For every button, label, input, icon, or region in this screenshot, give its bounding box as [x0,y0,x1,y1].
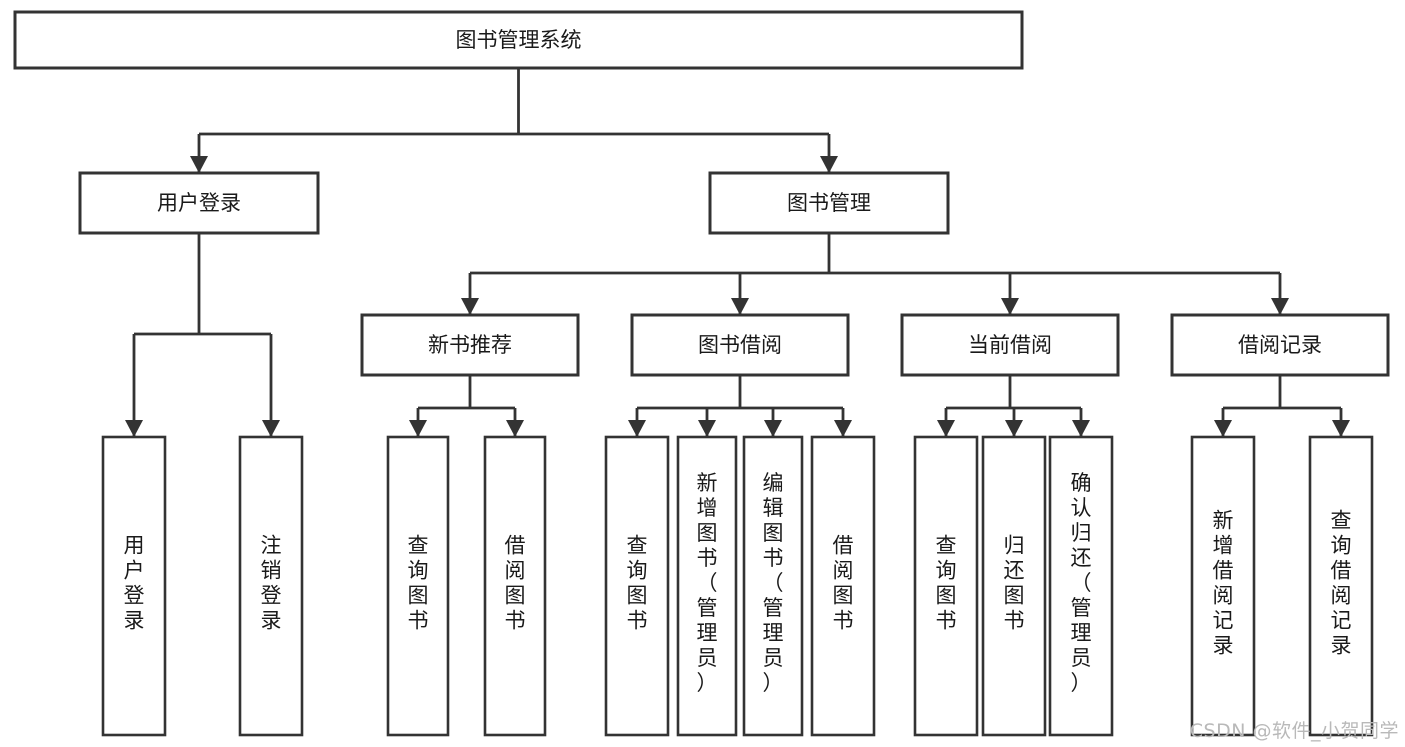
arrow-head-icon [937,420,955,437]
node-leaf-10[interactable]: 确认归还（管理员） [1048,435,1114,737]
node-box [13,10,1024,70]
node-leaf-12[interactable]: 查询借阅记录 [1308,435,1374,737]
node-label: 借阅图书 [505,534,526,633]
node-level2-1[interactable]: 图书管理 [708,171,950,235]
arrow-head-icon [1072,420,1090,437]
node-label: 查询图书 [627,534,648,633]
arrow-head-icon [125,420,143,437]
node-level3-0[interactable]: 新书推荐 [360,313,580,377]
arrow-head-icon [262,420,280,437]
node-label: 查询借阅记录 [1331,509,1352,658]
node-label: 注销登录 [261,534,282,633]
node-box [900,313,1120,377]
arrow-head-icon [1271,298,1289,315]
arrow-head-icon [409,420,427,437]
arrow-head-icon [834,420,852,437]
node-leaf-5[interactable]: 新增图书（管理员） [676,435,738,737]
node-box [238,435,304,737]
node-leaf-11[interactable]: 新增借阅记录 [1190,435,1256,737]
node-box [101,435,167,737]
node-label: 当前借阅 [968,333,1052,357]
arrow-head-icon [698,420,716,437]
node-label: 图书管理系统 [456,28,582,52]
node-box [913,435,979,737]
node-root-0[interactable]: 图书管理系统 [13,10,1024,70]
arrow-head-icon [1214,420,1232,437]
connector-group [190,68,838,173]
node-box [1308,435,1374,737]
node-box [742,435,804,737]
node-label: 新书推荐 [428,333,512,357]
node-leaf-9[interactable]: 归还图书 [981,435,1047,737]
connector-group [937,375,1090,437]
node-label: 借阅记录 [1238,333,1322,357]
node-box [630,313,850,377]
node-leaf-3[interactable]: 借阅图书 [483,435,547,737]
node-level3-3[interactable]: 借阅记录 [1170,313,1390,377]
node-leaf-0[interactable]: 用户登录 [101,435,167,737]
node-box [676,435,738,737]
node-box [1170,313,1390,377]
arrow-head-icon [628,420,646,437]
node-box [1190,435,1256,737]
node-label: 查询图书 [936,534,957,633]
arrow-head-icon [190,156,208,173]
arrow-head-icon [764,420,782,437]
node-label: 图书借阅 [698,333,782,357]
node-leaf-6[interactable]: 编辑图书（管理员） [742,435,804,737]
connector-group [628,375,852,437]
node-box [604,435,670,737]
node-label: 图书管理 [787,191,871,215]
arrow-head-icon [731,298,749,315]
node-label: 用户登录 [157,191,241,215]
node-box [78,171,320,235]
node-label: 用户登录 [124,534,145,633]
node-leaf-7[interactable]: 借阅图书 [810,435,876,737]
node-box [483,435,547,737]
arrow-head-icon [820,156,838,173]
node-box [708,171,950,235]
node-label: 新增借阅记录 [1213,509,1234,658]
connector-edges [125,68,1350,437]
node-label: 编辑图书（管理员） [763,471,784,695]
node-level3-1[interactable]: 图书借阅 [630,313,850,377]
node-level2-0[interactable]: 用户登录 [78,171,320,235]
node-leaf-8[interactable]: 查询图书 [913,435,979,737]
arrow-head-icon [506,420,524,437]
diagram-nodes: 图书管理系统用户登录图书管理新书推荐图书借阅当前借阅借阅记录用户登录注销登录查询… [13,10,1390,737]
node-box [1048,435,1114,737]
node-label: 新增图书（管理员） [697,471,718,695]
node-label: 查询图书 [408,534,429,633]
arrow-head-icon [461,298,479,315]
connector-group [461,233,1289,315]
node-box [810,435,876,737]
node-level3-2[interactable]: 当前借阅 [900,313,1120,377]
node-box [981,435,1047,737]
node-label: 归还图书 [1004,534,1025,633]
arrow-head-icon [1001,298,1019,315]
node-label: 借阅图书 [833,534,854,633]
node-leaf-1[interactable]: 注销登录 [238,435,304,737]
node-leaf-4[interactable]: 查询图书 [604,435,670,737]
connector-group [409,375,524,437]
node-box [386,435,450,737]
node-box [360,313,580,377]
node-leaf-2[interactable]: 查询图书 [386,435,450,737]
arrow-head-icon [1332,420,1350,437]
connector-group [125,233,280,437]
node-label: 确认归还（管理员） [1071,471,1092,695]
connector-group [1214,375,1350,437]
arrow-head-icon [1005,420,1023,437]
